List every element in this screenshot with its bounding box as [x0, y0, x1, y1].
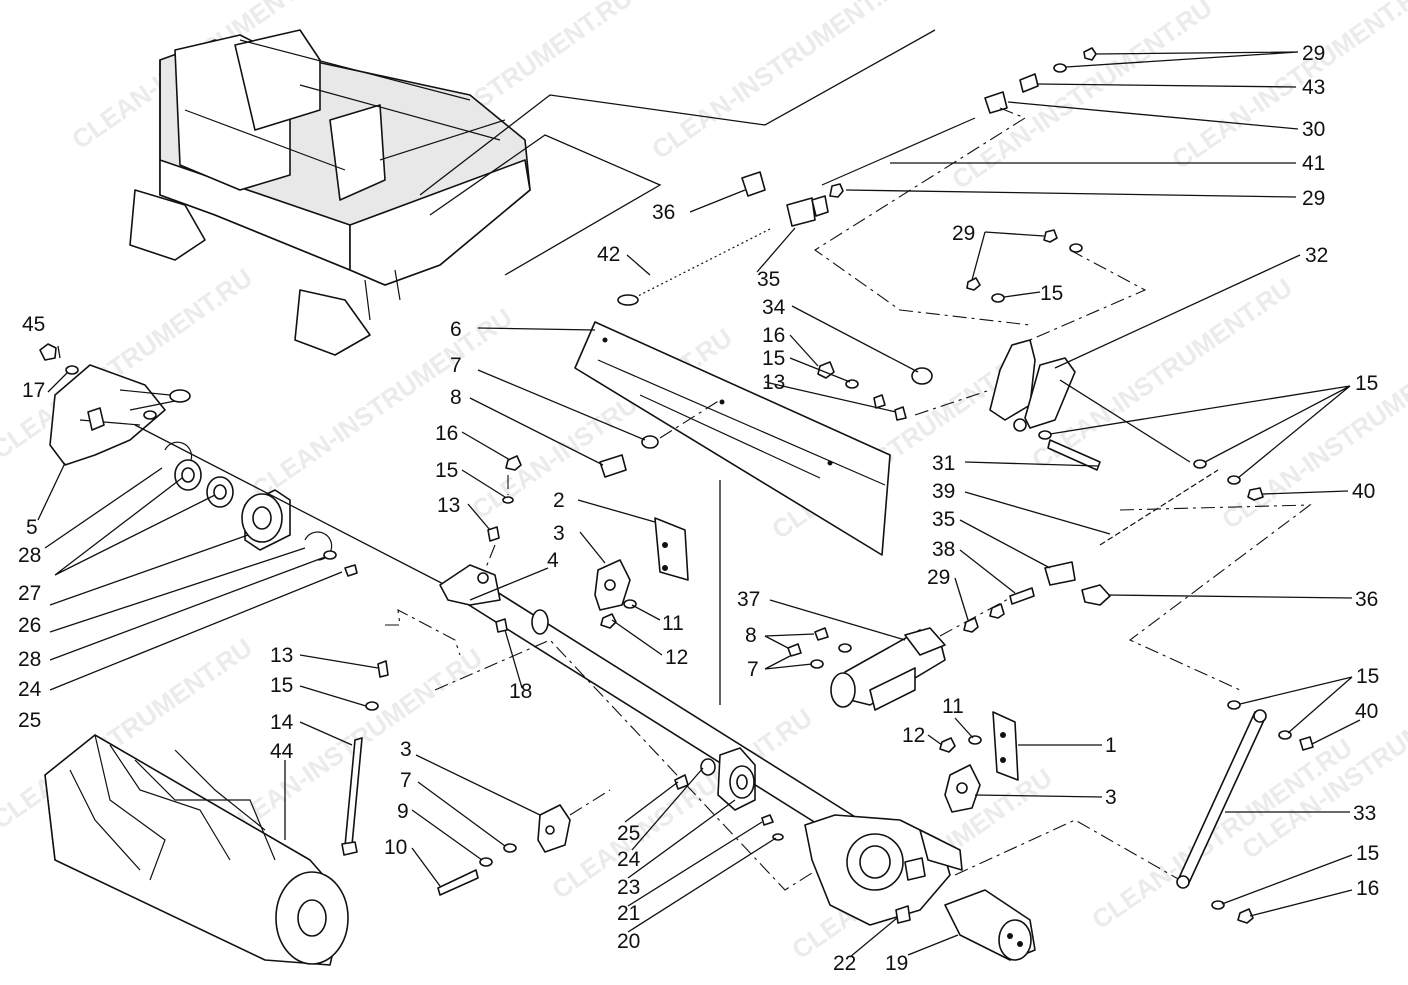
- callout-15: 15: [1356, 665, 1379, 688]
- callout-20: 20: [617, 930, 640, 953]
- frame-reference-lines: [419, 29, 936, 276]
- callout-35: 35: [932, 508, 955, 531]
- callout-3: 3: [553, 522, 565, 545]
- callout-13: 13: [437, 494, 460, 517]
- callout-36: 36: [1355, 588, 1378, 611]
- callout-8: 8: [745, 624, 757, 647]
- callout-labels: 29 43 30 41 29 36 42 35 29 15 32 34 16 1…: [18, 42, 1379, 975]
- callout-15: 15: [1040, 282, 1063, 305]
- main-shaft-assembly: [134, 424, 881, 891]
- callout-4: 4: [547, 549, 559, 572]
- callout-36: 36: [652, 201, 675, 224]
- callout-18: 18: [509, 680, 532, 703]
- roller: [44, 734, 349, 966]
- callout-43: 43: [1302, 76, 1325, 99]
- callout-17: 17: [22, 379, 45, 402]
- lower-bracket-assembly: [437, 789, 611, 896]
- callout-38: 38: [932, 538, 955, 561]
- callout-28: 28: [18, 648, 41, 671]
- callout-29: 29: [927, 566, 950, 589]
- callout-7: 7: [400, 769, 412, 792]
- callout-15: 15: [270, 674, 293, 697]
- callout-16: 16: [762, 324, 785, 347]
- side-plate-assembly: [39, 343, 358, 577]
- callout-6: 6: [450, 318, 462, 341]
- upper-bracket-assembly: [594, 517, 689, 629]
- link-assembly: [1176, 700, 1314, 924]
- callout-13: 13: [762, 371, 785, 394]
- lower-right-bracket-assembly: [939, 711, 1019, 813]
- callout-7: 7: [747, 658, 759, 681]
- callout-23: 23: [617, 876, 640, 899]
- callout-29: 29: [1302, 42, 1325, 65]
- callout-21: 21: [617, 902, 640, 925]
- spring-assembly: [617, 171, 829, 306]
- chain-assembly: [963, 379, 1312, 691]
- callout-32: 32: [1305, 244, 1328, 267]
- callout-22: 22: [833, 952, 856, 975]
- callout-9: 9: [397, 800, 409, 823]
- callout-40: 40: [1355, 700, 1378, 723]
- callout-24: 24: [617, 848, 641, 871]
- watermark: CLEAN-INSTRUMENT.RU: [246, 302, 518, 505]
- callout-15: 15: [1356, 842, 1379, 865]
- callout-12: 12: [665, 646, 688, 669]
- callout-12: 12: [902, 724, 925, 747]
- callout-28: 28: [18, 544, 41, 567]
- rod-assembly-top: [814, 47, 1097, 326]
- deflector-plate: [574, 321, 891, 556]
- shaft-housing: [761, 814, 1181, 961]
- callout-13: 13: [270, 644, 293, 667]
- callout-14: 14: [270, 711, 294, 734]
- callout-11: 11: [662, 612, 684, 635]
- callout-41: 41: [1302, 152, 1325, 175]
- callout-19: 19: [885, 952, 908, 975]
- cylinder-assembly: [787, 597, 1011, 711]
- watermark: CLEAN-INSTRUMENT.RU: [1216, 332, 1408, 535]
- pin-assembly: [341, 660, 389, 856]
- watermark: CLEAN-INSTRUMENT.RU: [646, 0, 918, 165]
- callout-30: 30: [1302, 118, 1325, 141]
- mower-frame: [129, 29, 531, 356]
- callout-16: 16: [435, 422, 458, 445]
- callout-29: 29: [1302, 187, 1325, 210]
- callout-15: 15: [1355, 372, 1378, 395]
- callout-2: 2: [553, 489, 565, 512]
- callout-25: 25: [18, 709, 41, 732]
- callout-37: 37: [737, 588, 760, 611]
- callout-35: 35: [757, 268, 780, 291]
- callout-15: 15: [762, 347, 785, 370]
- callout-26: 26: [18, 614, 41, 637]
- callout-27: 27: [18, 582, 41, 605]
- callout-11: 11: [942, 695, 964, 718]
- callout-29: 29: [952, 222, 975, 245]
- callout-10: 10: [384, 836, 407, 859]
- callout-40: 40: [1352, 480, 1375, 503]
- callout-25: 25: [617, 822, 640, 845]
- callout-8: 8: [450, 386, 462, 409]
- callout-3: 3: [1105, 786, 1117, 809]
- callout-5: 5: [26, 516, 38, 539]
- callout-45: 45: [22, 313, 45, 336]
- flange-assembly: [674, 747, 756, 811]
- callout-15: 15: [435, 459, 458, 482]
- callout-31: 31: [932, 452, 955, 475]
- callout-39: 39: [932, 480, 955, 503]
- callout-7: 7: [450, 354, 462, 377]
- callout-44: 44: [270, 740, 294, 763]
- callout-33: 33: [1353, 802, 1376, 825]
- callout-leaders: [37, 51, 1361, 958]
- callout-3: 3: [400, 738, 412, 761]
- callout-16: 16: [1356, 877, 1379, 900]
- callout-1: 1: [1105, 734, 1117, 757]
- callout-24: 24: [18, 678, 42, 701]
- lever-assembly: [817, 229, 1147, 471]
- callout-42: 42: [597, 243, 620, 266]
- callout-34: 34: [762, 296, 786, 319]
